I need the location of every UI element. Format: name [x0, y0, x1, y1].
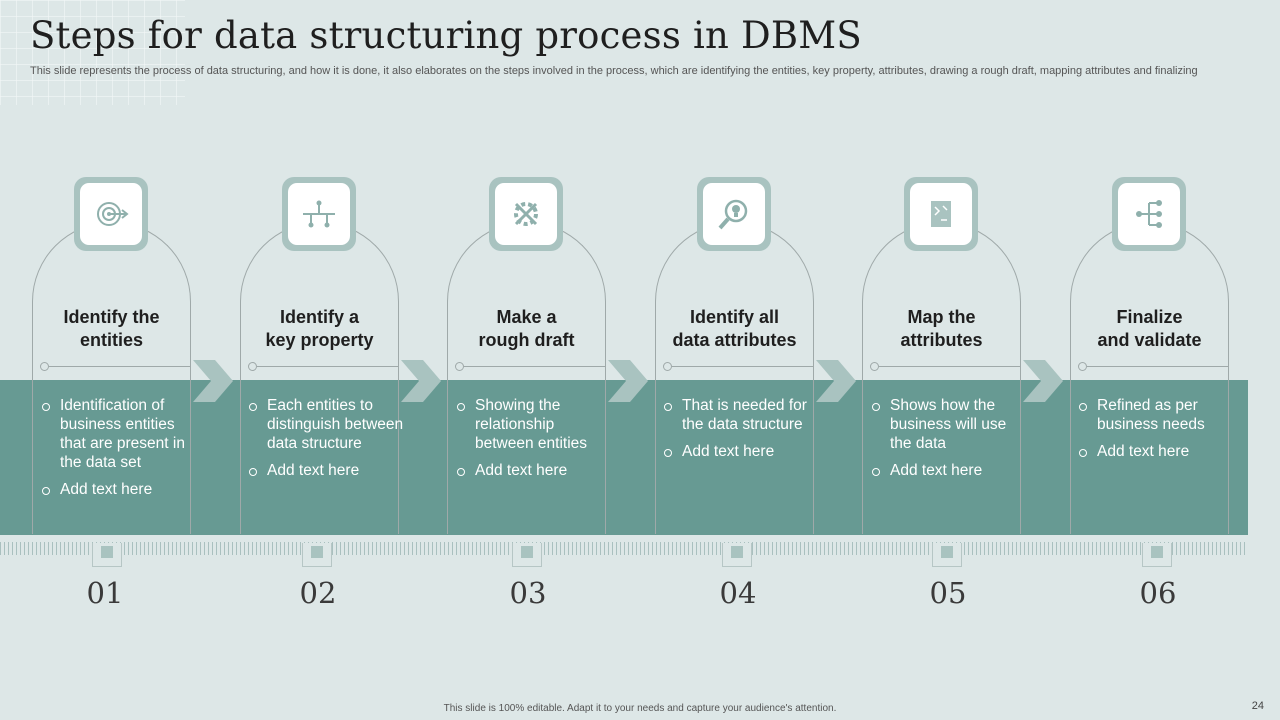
content-band — [0, 380, 1248, 535]
step-2-heading: Identify a key property — [265, 307, 374, 350]
step-6-heading: Finalize and validate — [1097, 307, 1202, 350]
list-item: Add text here — [1079, 442, 1237, 461]
step-3-bullets: Showing the relationship between entitie… — [457, 396, 615, 488]
step-6-icon-box — [1112, 177, 1186, 251]
step-5-marker — [932, 543, 962, 567]
step-2-marker — [302, 543, 332, 567]
step-2-number: 02 — [299, 576, 337, 610]
list-item: Add text here — [664, 442, 822, 461]
step-6-arch — [1070, 222, 1229, 534]
step-4-number: 04 — [719, 576, 757, 610]
timeline-ruler — [0, 542, 1248, 555]
step-1-marker — [92, 543, 122, 567]
step-6-divider — [1087, 366, 1229, 367]
chevron-right-icon — [1023, 360, 1063, 402]
step-3-number: 03 — [509, 576, 547, 610]
step-4-icon-box — [697, 177, 771, 251]
step-3-dot — [455, 362, 464, 371]
slide-subtitle: This slide represents the process of dat… — [30, 65, 1198, 77]
step-1-dot — [40, 362, 49, 371]
step-1-heading: Identify the entities — [63, 307, 160, 350]
step-2-divider — [257, 366, 399, 367]
step-6-number: 06 — [1139, 576, 1177, 610]
step-6-marker — [1142, 543, 1172, 567]
step-1-number: 01 — [86, 576, 124, 610]
chevron-right-icon — [816, 360, 856, 402]
list-item: Showing the relationship between entitie… — [457, 396, 615, 453]
network-nodes-icon — [303, 200, 335, 228]
list-item: Add text here — [872, 461, 1030, 480]
step-5-dot — [870, 362, 879, 371]
step-1-icon-box — [74, 177, 148, 251]
list-item: Identification of business entities that… — [42, 396, 200, 472]
list-item: Add text here — [42, 480, 200, 499]
step-5-icon-box — [904, 177, 978, 251]
list-item: Add text here — [457, 461, 615, 480]
step-5-number: 05 — [929, 576, 967, 610]
step-1-divider — [49, 366, 191, 367]
list-item: Each entities to distinguish between dat… — [249, 396, 407, 453]
step-5-heading: Map the attributes — [900, 307, 983, 350]
magnifier-bulb-icon — [718, 199, 748, 230]
step-5-divider — [879, 366, 1021, 367]
footer-note: This slide is 100% editable. Adapt it to… — [443, 703, 837, 714]
step-3-marker — [512, 543, 542, 567]
step-3-divider — [464, 366, 606, 367]
step-4-marker — [722, 543, 752, 567]
chevron-right-icon — [401, 360, 441, 402]
step-2-bullets: Each entities to distinguish between dat… — [249, 396, 407, 488]
list-item: Refined as per business needs — [1079, 396, 1237, 434]
grid-decoration — [0, 0, 185, 105]
list-item: Add text here — [249, 461, 407, 480]
step-2-icon-box — [282, 177, 356, 251]
step-5-bullets: Shows how the business will use the data… — [872, 396, 1030, 488]
step-4-dot — [663, 362, 672, 371]
document-map-icon — [931, 201, 951, 227]
step-6-dot — [1078, 362, 1087, 371]
chevron-right-icon — [193, 360, 233, 402]
step-4-divider — [672, 366, 814, 367]
step-2-dot — [248, 362, 257, 371]
step-4-bullets: That is needed for the data structure Ad… — [664, 396, 822, 469]
chevron-right-icon — [608, 360, 648, 402]
slide-title: Steps for data structuring process in DB… — [30, 14, 862, 57]
list-item: That is needed for the data structure — [664, 396, 822, 434]
gear-tools-icon — [514, 202, 538, 226]
step-6-bullets: Refined as per business needs Add text h… — [1079, 396, 1237, 469]
list-item: Shows how the business will use the data — [872, 396, 1030, 453]
step-4-arch — [655, 222, 814, 534]
page-number: 24 — [1251, 700, 1264, 712]
step-3-icon-box — [489, 177, 563, 251]
step-1-bullets: Identification of business entities that… — [42, 396, 200, 507]
step-3-heading: Make a rough draft — [478, 307, 575, 350]
hierarchy-icon — [1136, 200, 1162, 228]
target-icon — [97, 202, 129, 226]
step-4-heading: Identify all data attributes — [672, 307, 797, 350]
